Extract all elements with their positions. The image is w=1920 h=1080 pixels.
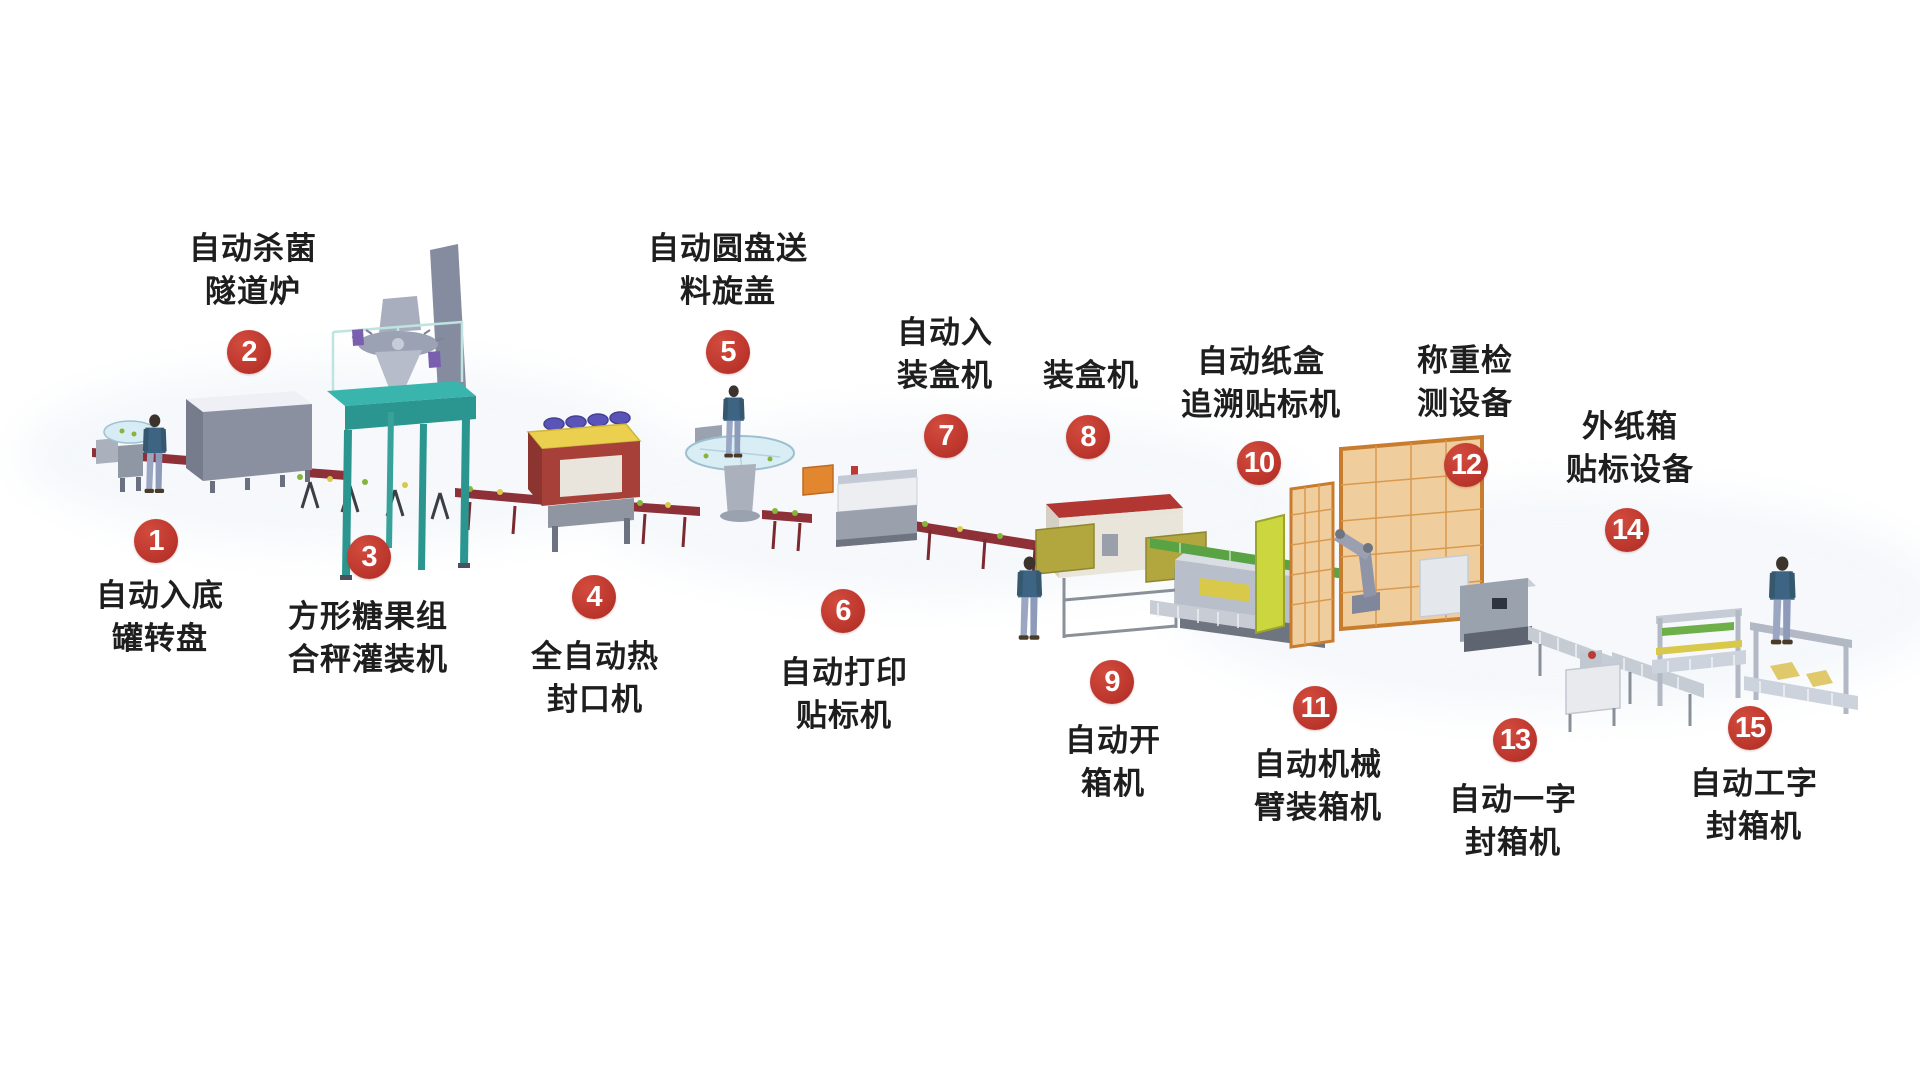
station-circle-6: 6 [821,589,865,633]
station-label-7: 自动入装盒机 [897,315,993,393]
station-circle-4: 4 [572,575,616,619]
one-line-case-sealer [1565,650,1621,732]
station-circle-3: 3 [347,535,391,579]
station-label-11: 自动机械臂装箱机 [1254,747,1382,825]
station-label-4: 全自动热封口机 [531,639,659,717]
station-circle-8: 8 [1066,415,1110,459]
station-label-10: 自动纸盒追溯贴标机 [1181,344,1341,422]
infeed-turntable [96,420,157,492]
station-label-8: 装盒机 [1043,358,1139,393]
station-circle-14: 14 [1605,508,1649,552]
station-circle-12: 12 [1444,443,1488,487]
print-labeler [802,464,918,547]
station-label-1: 自动入底罐转盘 [96,578,224,656]
station-circle-7: 7 [924,414,968,458]
station-circle-2: 2 [227,330,271,374]
station-circle-10: 10 [1237,441,1281,485]
station-label-15: 自动工字封箱机 [1690,766,1818,844]
station-label-3: 方形糖果组合秤灌装机 [288,599,448,677]
station-circle-15: 15 [1728,706,1772,750]
station-label-9: 自动开箱机 [1065,723,1161,801]
station-label-13: 自动一字封箱机 [1449,782,1577,860]
station-label-5: 自动圆盘送料旋盖 [648,231,808,309]
heat-sealer [526,411,642,552]
station-circle-5: 5 [706,330,750,374]
traceability-labeler-cage [1150,434,1488,649]
combination-weigher-filler [327,244,476,580]
station-label-14: 外纸箱贴标设备 [1566,409,1694,487]
station-circle-1: 1 [134,519,178,563]
checkweigher [1460,578,1536,652]
station-label-12: 称重检测设备 [1417,343,1513,421]
station-circle-11: 11 [1293,686,1337,730]
station-label-6: 自动打印贴标机 [780,655,908,733]
station-circle-9: 9 [1090,660,1134,704]
station-circle-13: 13 [1493,718,1537,762]
tunnel-oven [186,391,312,493]
carton-labeler-gantry [1652,608,1746,706]
station-label-2: 自动杀菌隧道炉 [189,231,317,309]
